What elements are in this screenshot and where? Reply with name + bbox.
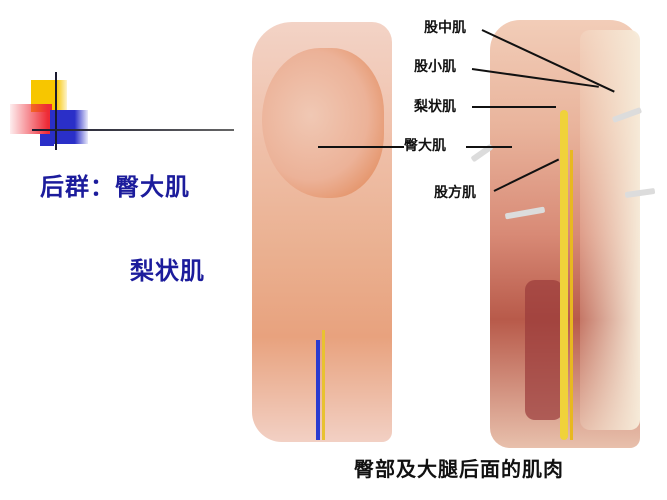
label-quadratus-femoris: 股方肌: [434, 185, 476, 201]
figure-caption: 臀部及大腿后面的肌肉: [354, 457, 564, 481]
logo-blue-square-small: [40, 134, 54, 146]
leader-line-piriformis: [472, 106, 556, 108]
heading-muscle-2: 梨状肌: [130, 257, 205, 285]
label-gluteus-minimus: 股小肌: [414, 59, 456, 75]
sciatic-nerve-illustration: [560, 110, 568, 440]
nerve-illustration: [322, 330, 325, 440]
nerve-branch-illustration: [570, 150, 573, 440]
title-divider-line: [32, 129, 234, 131]
leader-line-gluteus-maximus-right: [466, 146, 512, 148]
logo-vertical-line: [55, 72, 57, 150]
heading-prefix: 后群：: [40, 173, 115, 201]
heading-posterior-group: 后群：臀大肌: [40, 167, 190, 202]
label-gluteus-maximus: 臀大肌: [404, 138, 446, 154]
leader-line-gluteus-maximus-left: [318, 146, 404, 148]
deep-muscle-illustration: [525, 280, 563, 420]
vessel-illustration: [316, 340, 320, 440]
label-gluteus-medius: 股中肌: [424, 20, 466, 36]
label-piriformis: 梨状肌: [414, 99, 456, 115]
heading-muscle-1: 臀大肌: [115, 173, 190, 201]
thigh-deep-lateral-illustration: [580, 30, 640, 430]
gluteus-maximus-illustration: [262, 48, 384, 198]
